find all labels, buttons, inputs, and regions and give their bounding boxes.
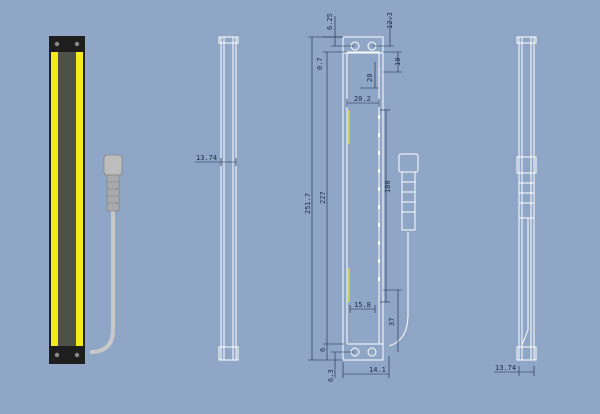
dim-top-margin: 6.25 bbox=[326, 13, 334, 30]
render-screw-bottom-right bbox=[74, 352, 80, 358]
dim-right-top: 12.3 bbox=[386, 12, 394, 29]
side-view-left bbox=[218, 36, 239, 361]
side-view-right bbox=[516, 36, 537, 361]
render-cable bbox=[89, 210, 115, 354]
dim-bottom-gap: 6 bbox=[319, 348, 327, 352]
side-view-right-outline bbox=[518, 36, 535, 361]
dim-pitch-small: 20 bbox=[366, 74, 374, 82]
side-view-left-width-label: 13.74 bbox=[196, 154, 217, 162]
dim-body-length: 227 bbox=[319, 191, 327, 204]
dim-led-span: 180 bbox=[384, 180, 392, 193]
render-bottom-cap bbox=[49, 346, 85, 364]
dim-top-inset: 0.7 bbox=[316, 57, 324, 70]
render-screw-top-left bbox=[54, 41, 60, 47]
side-view-left-dimension bbox=[195, 158, 237, 166]
front-led-dots bbox=[378, 115, 380, 281]
dim-cable-offset: 37 bbox=[388, 318, 396, 326]
render-dark-window bbox=[58, 52, 76, 346]
render-connector-head bbox=[103, 154, 123, 176]
front-view-outline bbox=[342, 36, 384, 361]
front-connector-head bbox=[398, 153, 419, 173]
dim-bottom-width: 14.1 bbox=[369, 366, 386, 374]
render-screw-bottom-left bbox=[54, 352, 60, 358]
side-view-right-dimension bbox=[494, 366, 535, 376]
dim-overall-length: 251.7 bbox=[304, 193, 312, 214]
side-view-right-width-label: 13.74 bbox=[495, 364, 516, 372]
render-screw-top-right bbox=[74, 41, 80, 47]
front-view-dimensions bbox=[308, 16, 402, 378]
light-bar-render bbox=[49, 36, 123, 364]
render-connector-body bbox=[106, 174, 120, 212]
dim-bottom-inner: 15.8 bbox=[354, 301, 371, 309]
dim-right-inset: 10 bbox=[394, 58, 402, 66]
side-view-left-outline bbox=[220, 36, 237, 361]
dim-inner-width: 20.2 bbox=[354, 95, 371, 103]
dim-bottom-margin: 6.3 bbox=[327, 369, 335, 382]
render-top-cap bbox=[49, 36, 85, 52]
front-led-markers bbox=[347, 110, 350, 302]
front-cable bbox=[388, 232, 409, 347]
side-right-connector-head bbox=[516, 156, 537, 174]
front-connector-body bbox=[401, 171, 416, 231]
front-view bbox=[342, 36, 419, 361]
